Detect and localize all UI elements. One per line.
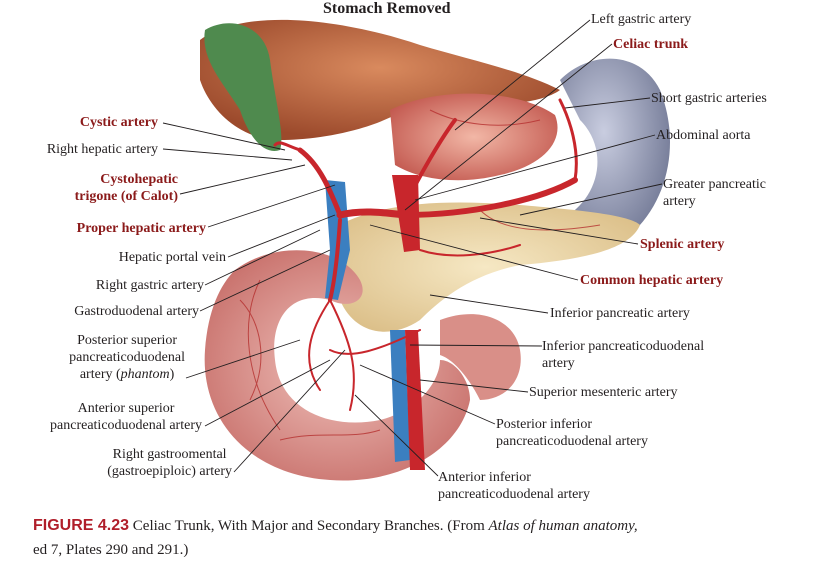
label-line: Anterior superior bbox=[77, 401, 175, 416]
label-line: (gastroepiploic) artery bbox=[107, 464, 232, 479]
label-line: trigone (of Calot) bbox=[74, 189, 178, 204]
caption-text-2: ed 7, Plates 290 and 291.) bbox=[33, 542, 189, 558]
page-title: Stomach Removed bbox=[323, 0, 451, 17]
jejunum bbox=[440, 314, 521, 400]
label-splenic-artery: Splenic artery bbox=[640, 237, 725, 252]
label-right-gastric-artery: Right gastric artery bbox=[95, 278, 204, 293]
spleen bbox=[560, 58, 670, 243]
label-short-gastric-arteries: Short gastric arteries bbox=[651, 91, 767, 106]
label-line: artery bbox=[663, 194, 696, 209]
figure-number: FIGURE 4.23 bbox=[33, 517, 130, 534]
label-line: Cystohepatic bbox=[100, 172, 178, 187]
label-line: Anterior inferior bbox=[438, 470, 531, 485]
label-text: ) bbox=[169, 367, 175, 382]
stomach-remnant bbox=[390, 93, 558, 181]
label-inferior-pancreaticoduodenal-artery: Inferior pancreaticoduodenal artery bbox=[542, 338, 704, 372]
label-anterior-superior-pancreaticoduodenal-artery: Anterior superior pancreaticoduodenal ar… bbox=[50, 400, 202, 434]
label-common-hepatic-artery: Common hepatic artery bbox=[580, 273, 724, 288]
label-superior-mesenteric-artery: Superior mesenteric artery bbox=[529, 385, 678, 400]
label-line: artery (phantom) bbox=[69, 366, 185, 383]
label-cystohepatic-trigone: Cystohepatic trigone (of Calot) bbox=[75, 171, 178, 205]
label-celiac-trunk: Celiac trunk bbox=[613, 37, 689, 52]
sma-vein bbox=[390, 330, 410, 462]
label-gastroduodenal-artery: Gastroduodenal artery bbox=[74, 304, 199, 319]
label-hepatic-portal-vein: Hepatic portal vein bbox=[118, 250, 226, 265]
label-text: artery ( bbox=[79, 367, 121, 382]
label-line: artery bbox=[542, 356, 575, 371]
label-line: pancreaticoduodenal artery bbox=[438, 487, 590, 502]
label-greater-pancreatic-artery: Greater pancreatic artery bbox=[663, 176, 766, 210]
label-line: Posterior superior bbox=[77, 333, 178, 348]
label-anterior-inferior-pancreaticoduodenal-artery: Anterior inferior pancreaticoduodenal ar… bbox=[438, 469, 590, 503]
leader-lines bbox=[162, 19, 663, 477]
gallbladder bbox=[204, 23, 282, 151]
figure-caption: FIGURE 4.23 Celiac Trunk, With Major and… bbox=[33, 514, 833, 562]
label-line: Posterior inferior bbox=[496, 417, 593, 432]
superior-mesenteric-artery bbox=[405, 330, 425, 470]
label-line: Greater pancreatic bbox=[663, 177, 766, 192]
label-line: Inferior pancreaticoduodenal bbox=[542, 339, 705, 354]
caption-text: Celiac Trunk, With Major and Secondary B… bbox=[129, 518, 489, 534]
label-left-gastric-artery: Left gastric artery bbox=[591, 12, 692, 27]
label-abdominal-aorta: Abdominal aorta bbox=[656, 128, 751, 143]
label-inferior-pancreatic-artery: Inferior pancreatic artery bbox=[550, 306, 690, 321]
label-line: pancreaticoduodenal bbox=[69, 350, 185, 365]
label-right-gastroomental-artery: Right gastroomental (gastroepiploic) art… bbox=[107, 446, 232, 480]
label-posterior-inferior-pancreaticoduodenal-artery: Posterior inferior pancreaticoduodenal a… bbox=[496, 416, 648, 450]
label-proper-hepatic-artery: Proper hepatic artery bbox=[76, 221, 206, 236]
caption-source: Atlas of human anatomy, bbox=[488, 518, 638, 534]
label-line: pancreaticoduodenal artery bbox=[496, 434, 648, 449]
label-text-italic: phantom bbox=[120, 367, 170, 382]
label-cystic-artery: Cystic artery bbox=[79, 115, 158, 130]
label-line: pancreaticoduodenal artery bbox=[50, 418, 202, 433]
label-line: Right gastroomental bbox=[112, 447, 227, 462]
label-right-hepatic-artery: Right hepatic artery bbox=[46, 142, 158, 157]
label-posterior-superior-pancreaticoduodenal-artery: Posterior superior pancreaticoduodenal a… bbox=[69, 332, 185, 383]
liver bbox=[200, 19, 560, 140]
